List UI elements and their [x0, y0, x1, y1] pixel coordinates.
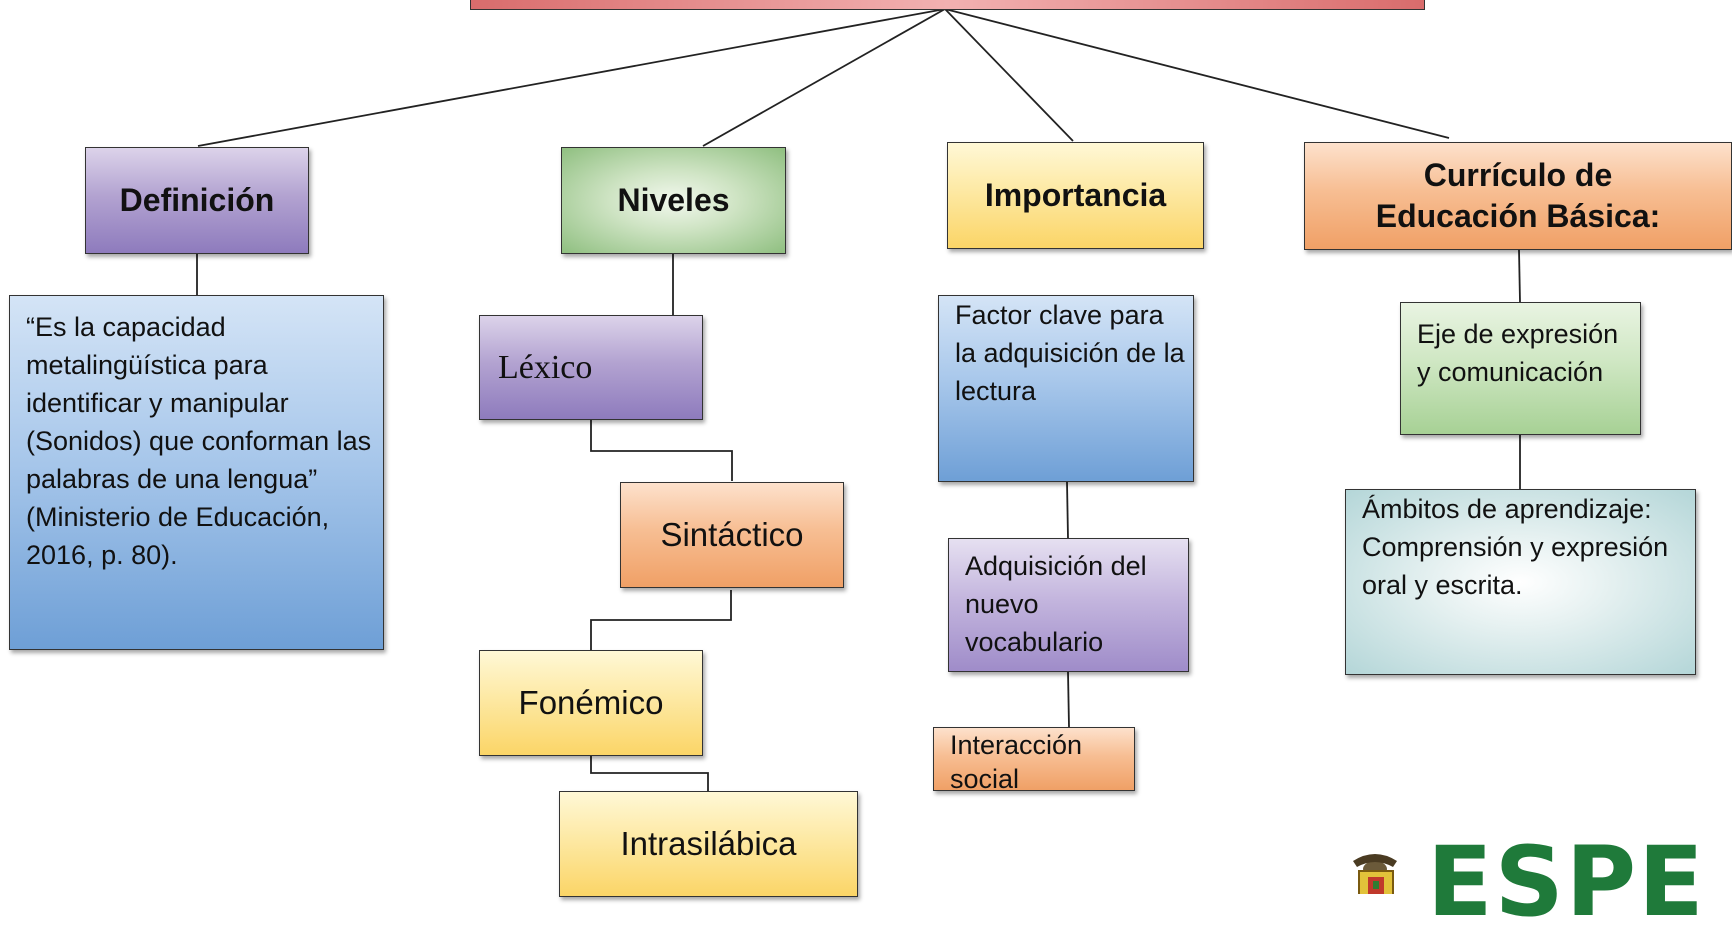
importancia-interaccion-text: Interacción social [950, 730, 1083, 791]
definicion-box: Definición [85, 147, 309, 254]
curriculo-ambitos-box: Ámbitos de aprendizaje: Comprensión y ex… [1345, 489, 1696, 675]
importancia-interaccion-box: Interacción social [933, 727, 1135, 791]
nivel-sintactico-label: Sintáctico [660, 516, 804, 553]
importancia-factor-box: Factor clave para la adquisición de la l… [938, 295, 1194, 482]
curriculo-eje-box: Eje de expresión y comunicación [1400, 302, 1641, 435]
definicion-text-box: “Es la capacidad metalingüística para id… [9, 295, 384, 650]
espe-logo-text: ESPE [1427, 826, 1706, 938]
nivel-fonemico-box: Fonémico [479, 650, 703, 756]
definicion-label: Definición [119, 182, 275, 218]
espe-logo: ESPE [1335, 834, 1732, 930]
niveles-box: Niveles [561, 147, 786, 254]
curriculo-label: Currículo de Educación Básica: [1375, 157, 1661, 234]
definicion-text: “Es la capacidad metalingüística para id… [26, 312, 372, 570]
niveles-label: Niveles [617, 182, 730, 218]
central-title-box [470, 0, 1425, 10]
importancia-label: Importancia [984, 177, 1167, 213]
importancia-box: Importancia [947, 142, 1204, 249]
nivel-intrasilabica-box: Intrasilábica [559, 791, 858, 897]
nivel-sintactico-box: Sintáctico [620, 482, 844, 588]
curriculo-eje-text: Eje de expresión y comunicación [1417, 319, 1619, 387]
connector-lines [196, 8, 1521, 791]
nivel-fonemico-label: Fonémico [518, 684, 664, 721]
importancia-vocabulario-text: Adquisición del nuevo vocabulario [965, 551, 1147, 657]
nivel-intrasilabica-label: Intrasilábica [620, 825, 797, 862]
nivel-lexico-box: Léxico [479, 315, 703, 420]
curriculo-ambitos-text: Ámbitos de aprendizaje: Comprensión y ex… [1362, 494, 1669, 600]
curriculo-box: Currículo de Educación Básica: [1304, 142, 1732, 250]
importancia-vocabulario-box: Adquisición del nuevo vocabulario [948, 538, 1189, 672]
importancia-factor-text: Factor clave para la adquisición de la l… [955, 300, 1185, 406]
nivel-lexico-label: Léxico [498, 348, 593, 386]
